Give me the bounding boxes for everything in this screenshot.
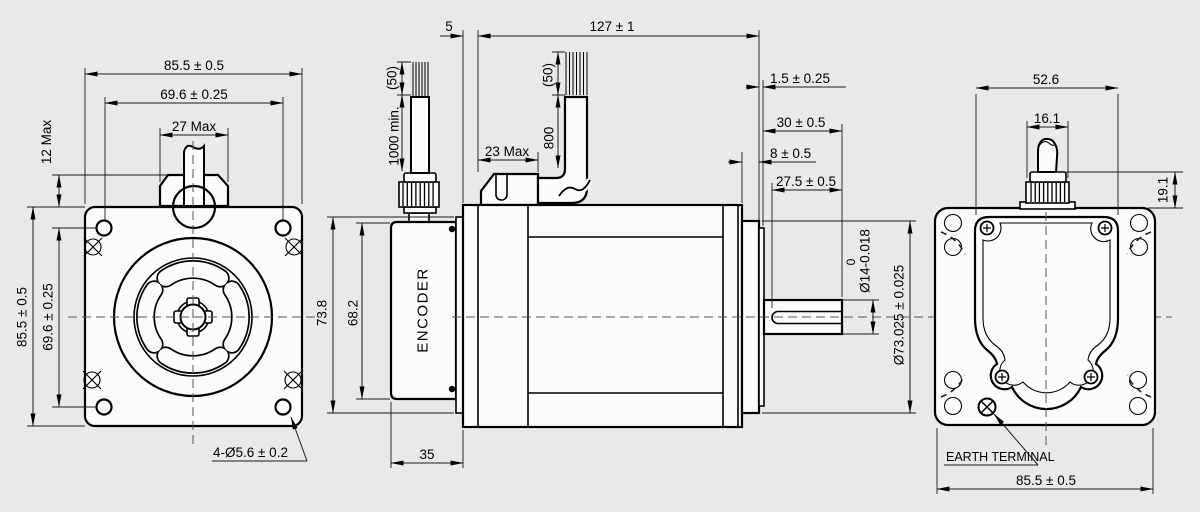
dim-terminal-box-width: 23 Max [485, 144, 530, 159]
cover-screws [979, 220, 1113, 385]
shaft-flat [771, 310, 842, 325]
rear-cable [1037, 137, 1059, 173]
dim-rear-cap: 5 [445, 19, 453, 34]
dim-encoder-height: 68.2 [346, 300, 361, 326]
encoder-screw-bottom [448, 385, 456, 393]
dim-rear-gland-height: 19.1 [1156, 177, 1171, 203]
dim-rear-width-bottom: 85.5 ± 0.5 [1016, 473, 1076, 488]
encoder-cable [410, 96, 430, 174]
dim-front-bolt-left: 69.6 ± 0.25 [41, 283, 56, 350]
dim-front-gland-height: 12 Max [39, 120, 54, 165]
dim-front-width-top: 85.5 ± 0.5 [164, 58, 224, 73]
dim-front-bolt-top: 69.6 ± 0.25 [160, 87, 227, 102]
dim-encoder-width: 35 [419, 447, 434, 462]
terminal-box [479, 172, 540, 207]
earth-terminal-symbol [977, 397, 997, 417]
dim-cover-width: 52.6 [1033, 72, 1059, 87]
front-phantom-holes [82, 237, 304, 390]
side-view: ENCODER [389, 52, 1172, 429]
motor-cable [536, 52, 594, 205]
dim-shaft-dia-upper-tol: 0 [844, 258, 858, 265]
rear-corner-phantom-arcs [940, 231, 1152, 398]
front-dimensions: 85.5 ± 0.5 69.6 ± 0.25 27 Max 12 Max 85.… [15, 58, 464, 468]
motor-cable-wires [565, 52, 588, 95]
dim-body-length: 127 ± 1 [590, 19, 635, 34]
earth-terminal-label: EARTH TERMINAL [946, 450, 1055, 464]
dim-front-height-left: 85.5 ± 0.5 [15, 287, 30, 347]
dim-shaft-dia: Ø14-0.018 [858, 229, 873, 293]
front-view [68, 141, 322, 445]
dim-front-gland-width: 27 Max [172, 119, 217, 134]
motor-body [461, 203, 765, 429]
dim-encoder-cable-length: 1000 min. [387, 106, 402, 165]
side-dimensions: 5 127 ± 1 (50) 1000 min. (50) 800 23 Max… [315, 19, 916, 466]
dim-rear-plate-height: 73.8 [315, 300, 330, 326]
front-mounting-holes [95, 219, 292, 416]
dim-shaft-length: 30 ± 0.5 [777, 115, 826, 130]
rear-dimensions: 52.6 16.1 19.1 EARTH TERMINAL 85.5 ± 0.5 [936, 72, 1183, 494]
encoder-label: ENCODER [415, 267, 432, 353]
dim-motor-cable-length: 800 [542, 127, 557, 150]
dim-encoder-cable-strip: (50) [385, 66, 400, 90]
encoder-housing [389, 220, 458, 401]
dim-flat-length: 27.5 ± 0.5 [776, 174, 836, 189]
front-gland-boss [158, 143, 230, 230]
front-cable [183, 143, 205, 207]
dim-rear-gland-width: 16.1 [1034, 111, 1060, 126]
encoder-screw-top [448, 225, 456, 233]
dim-pilot-dia: Ø73.025 ± 0.025 [892, 265, 907, 366]
front-gland-circle [171, 184, 217, 230]
dim-motor-cable-strip: (50) [541, 63, 556, 87]
rear-gland [1019, 137, 1076, 210]
dim-boss-length: 8 ± 0.5 [770, 146, 811, 161]
rear-view [933, 137, 1157, 447]
dim-front-mounting-holes: 4-Ø5.6 ± 0.2 [213, 445, 288, 460]
dim-pilot-height: 1.5 ± 0.25 [770, 71, 830, 86]
encoder-cable-wires [412, 62, 429, 97]
encoder-gland [398, 62, 440, 223]
